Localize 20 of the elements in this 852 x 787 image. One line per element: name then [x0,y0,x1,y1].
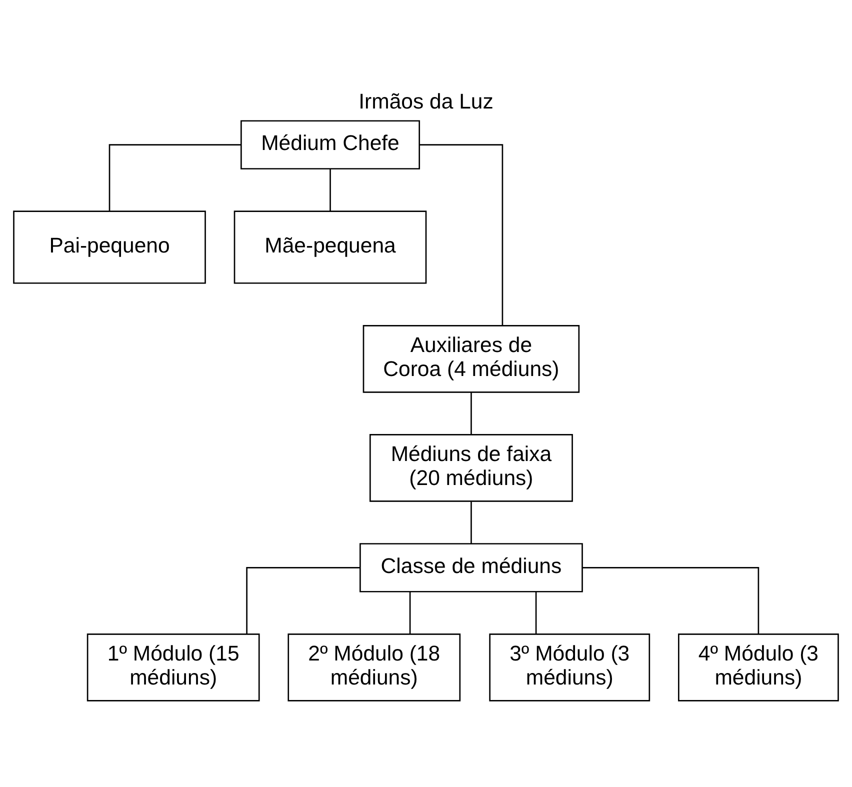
connector [330,169,331,212]
connector [470,392,472,434]
node-box: Médium Chefe [240,120,420,170]
node-box: Classe de médiuns [360,543,583,592]
node-box: Mãe-pequena [234,210,427,284]
connector [582,567,760,634]
node-box: 2º Módulo (18 médiuns) [288,634,461,702]
connector [419,144,504,326]
node-box: Auxiliares de Coroa (4 médiuns) [362,325,580,393]
node-box: Médiuns de faixa (20 médiuns) [369,434,573,502]
node-box: 4º Módulo (3 médiuns) [678,634,839,702]
connector [108,144,242,211]
node-box: 3º Módulo (3 médiuns) [489,634,650,702]
node-box: 1º Módulo (15 médiuns) [86,634,260,702]
node-box: Pai-pequeno [13,210,206,284]
connector [246,567,360,634]
connector [535,592,537,634]
connector [409,592,411,634]
diagram-title: Irmãos da Luz [358,90,494,114]
connector [470,502,472,544]
